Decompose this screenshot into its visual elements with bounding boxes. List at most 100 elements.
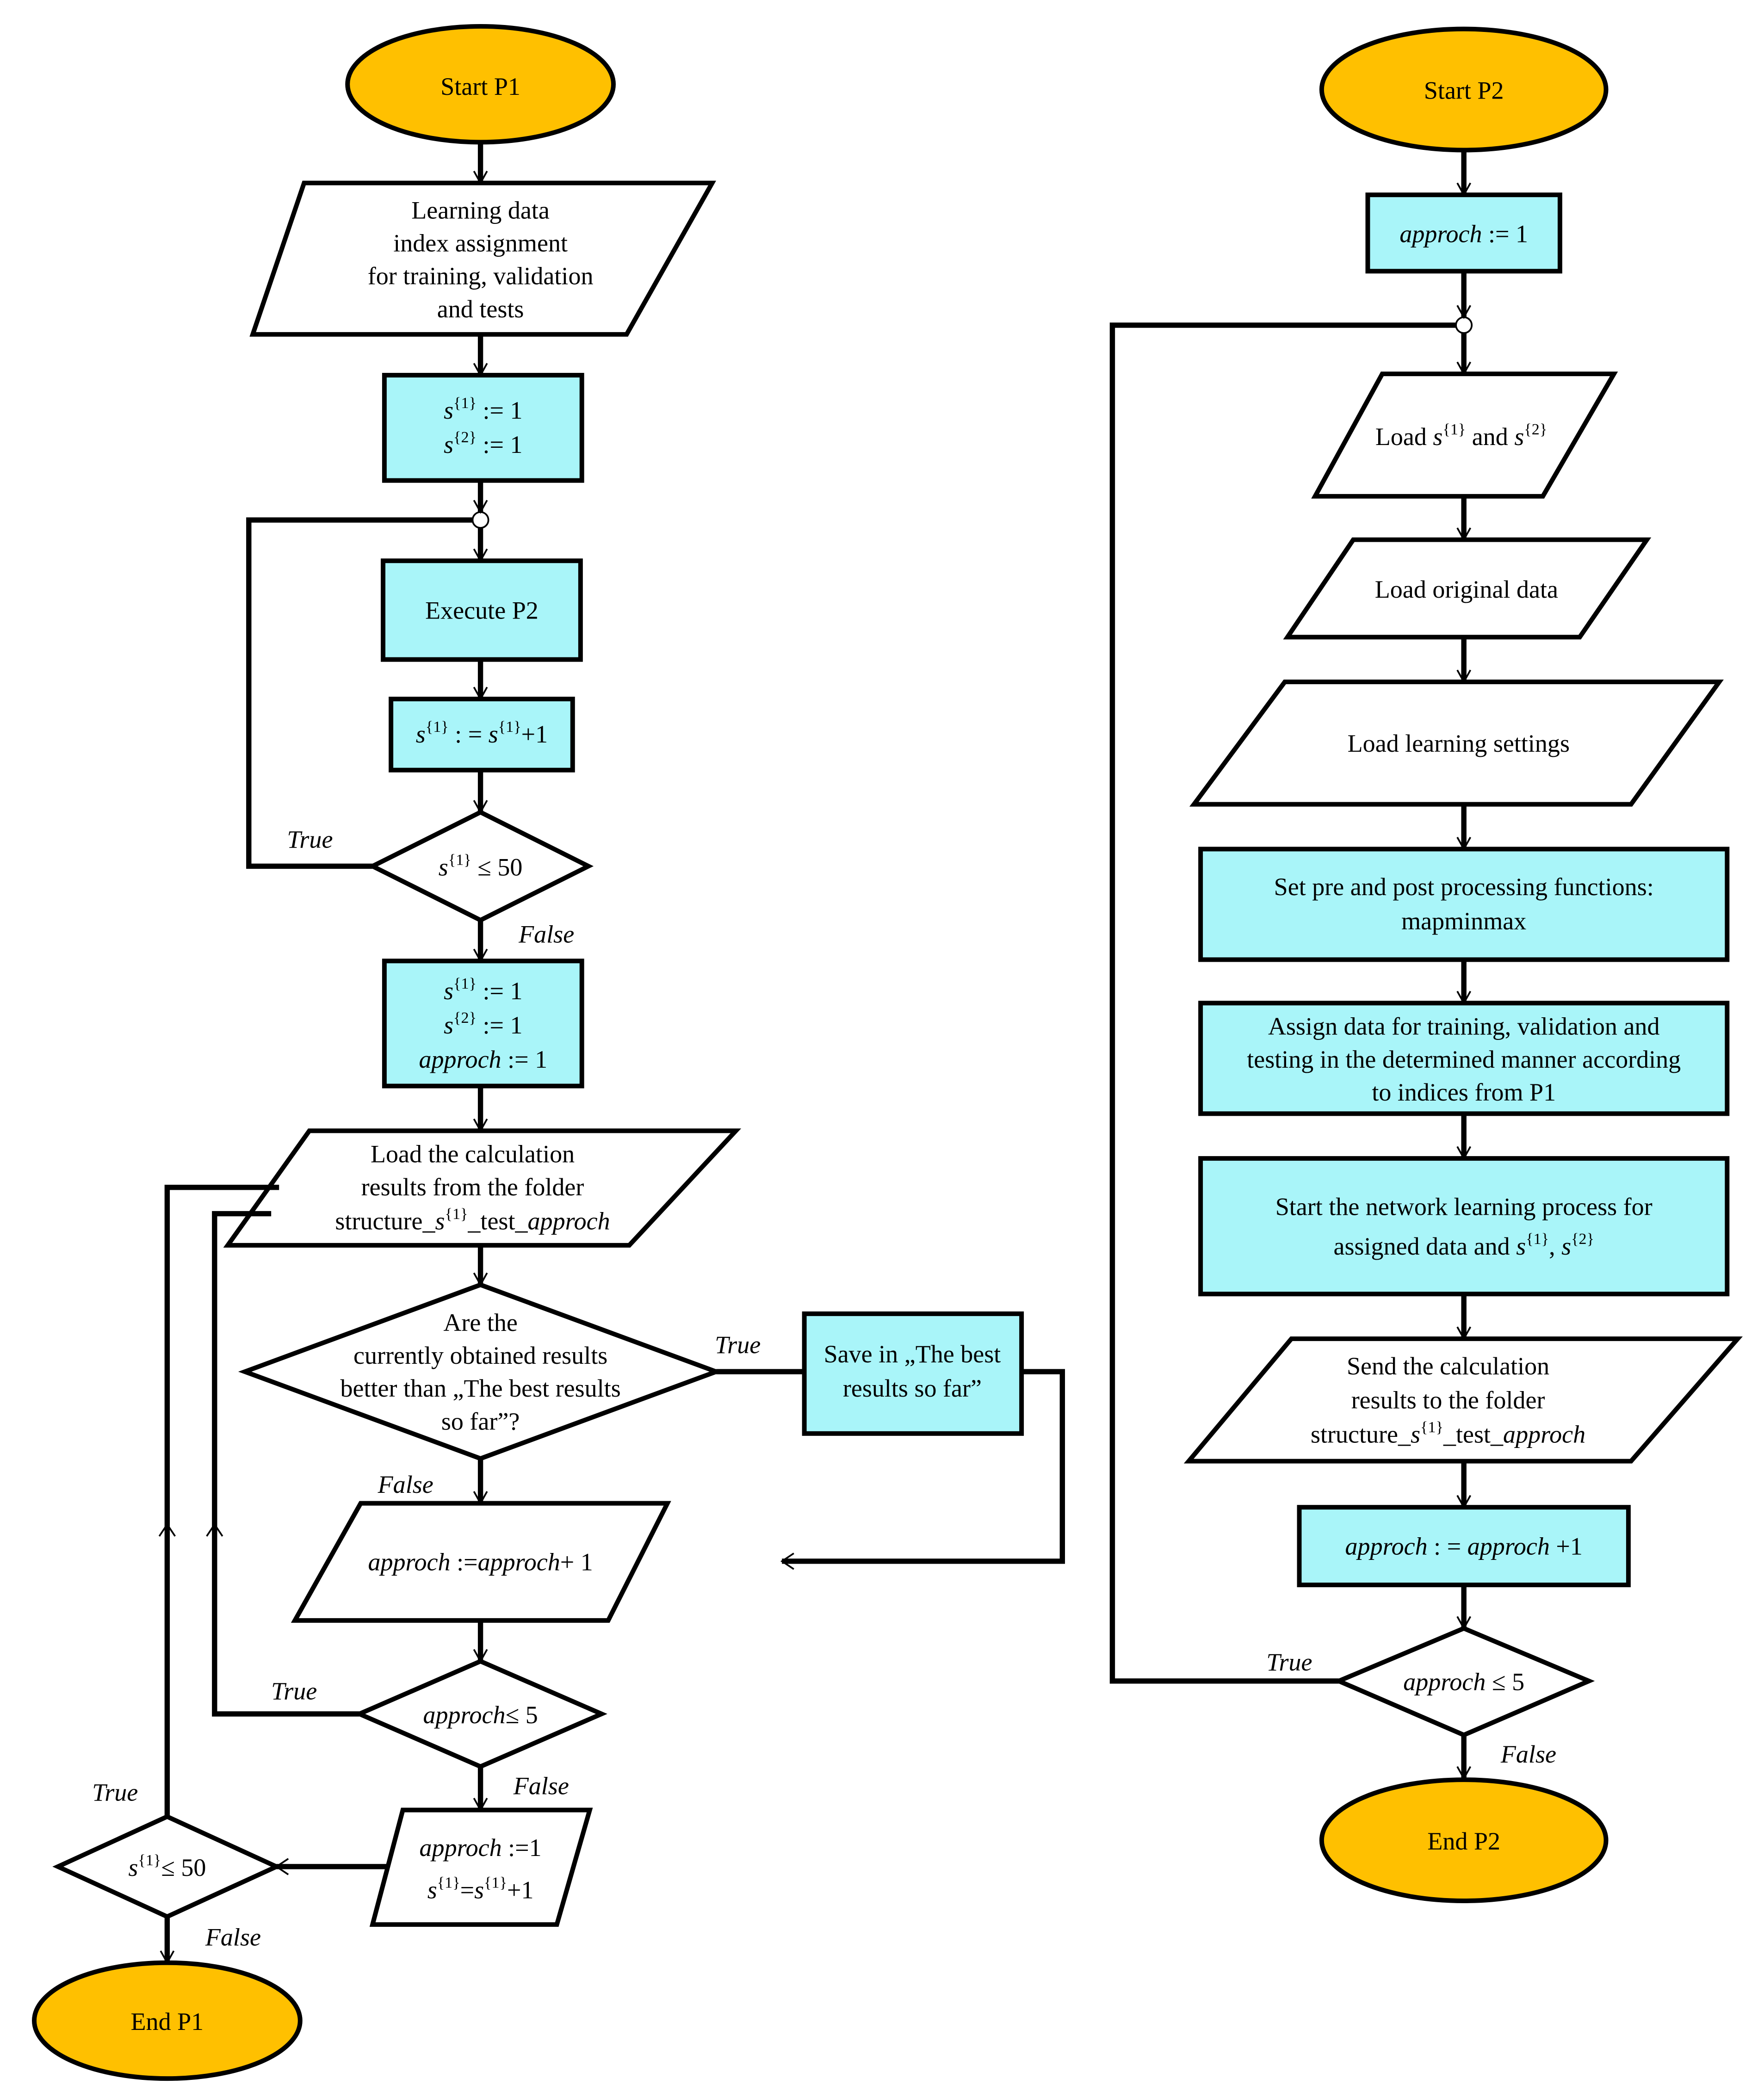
p1-loop2-true-label: True bbox=[271, 1677, 317, 1705]
arrowhead bbox=[473, 500, 488, 514]
arrowhead bbox=[473, 948, 488, 963]
p1-init-process bbox=[382, 373, 584, 483]
p2-assign-data-line-1: Assign data for training, validation and bbox=[1268, 1013, 1660, 1040]
p1-save-process bbox=[802, 1311, 1024, 1436]
p1-increment-label: s{1} : = s{1}+1 bbox=[416, 718, 548, 748]
arrowhead bbox=[1456, 361, 1472, 376]
p2-loop-junction bbox=[1455, 316, 1473, 334]
arrowhead bbox=[1456, 836, 1472, 851]
arrowhead bbox=[473, 171, 488, 185]
p1-init-s2: s{2} := 1 bbox=[444, 429, 522, 458]
p1-edge-loop2-true bbox=[212, 1211, 359, 1717]
p2-start-learning-line-2: assigned data and s{1}, s{2} bbox=[1333, 1231, 1594, 1260]
p2-send-results-io bbox=[1183, 1336, 1743, 1464]
flowchart-p1: Start P1 Learning data index assignment … bbox=[32, 24, 1065, 2081]
p2-loop-true-label: True bbox=[1266, 1648, 1312, 1676]
p1-end-label: End P1 bbox=[131, 2008, 204, 2035]
p2-loop-false-label: False bbox=[1500, 1740, 1556, 1768]
p1-loop3-cond: s{1}≤ 50 bbox=[128, 1852, 206, 1881]
p2-loop-cond: approch ≤ 5 bbox=[1403, 1668, 1524, 1696]
p1-save-line-1: Save in „The best bbox=[824, 1340, 1001, 1368]
arrowhead bbox=[160, 1950, 175, 1965]
arrowhead bbox=[473, 1491, 488, 1505]
p1-execute-label: Execute P2 bbox=[425, 596, 538, 624]
p1-arrow-loop2-true bbox=[206, 1522, 223, 1537]
p2-load-original-label: Load original data bbox=[1375, 575, 1558, 603]
p1-loop1-cond: s{1} ≤ 50 bbox=[439, 852, 523, 881]
arrowhead bbox=[473, 363, 488, 377]
p1-reset-io bbox=[369, 1807, 593, 1927]
p2-set-functions-process bbox=[1198, 847, 1730, 962]
p1-init-s1: s{1} := 1 bbox=[444, 395, 522, 424]
arrowhead bbox=[473, 548, 488, 563]
p2-load-s-io bbox=[1311, 371, 1618, 499]
p1-learning-data-line-4: and tests bbox=[437, 295, 524, 323]
p1-reset-line-2: s{1}=s{1}+1 bbox=[427, 1874, 534, 1904]
p2-load-settings-label: Load learning settings bbox=[1348, 730, 1570, 757]
arrowhead bbox=[1456, 1766, 1472, 1781]
p1-learning-data-line-2: index assignment bbox=[393, 229, 568, 257]
p2-end-label: End P2 bbox=[1427, 1827, 1500, 1855]
p2-load-s-label: Load s{1} and s{2} bbox=[1375, 421, 1547, 451]
p2-load-original-io bbox=[1283, 537, 1652, 640]
arrowheads bbox=[160, 171, 1472, 1965]
flowchart-p2: Start P2 approch := 1 Load s{1} and s{2}… bbox=[1109, 26, 1743, 1903]
p1-init2-s1: s{1} := 1 bbox=[444, 975, 522, 1005]
p2-init-label: approch := 1 bbox=[1399, 220, 1528, 248]
p1-save-line-2: results so far” bbox=[843, 1374, 982, 1402]
arrowhead bbox=[1456, 669, 1472, 684]
arrowhead bbox=[1456, 1495, 1472, 1509]
p1-edge-loop3-true bbox=[164, 1185, 279, 1817]
p2-load-settings-io bbox=[1189, 680, 1724, 807]
p1-compare-line-3: better than „The best results bbox=[340, 1374, 620, 1402]
p1-reset-line-1: approch :=1 bbox=[420, 1834, 542, 1862]
arrowhead bbox=[1456, 182, 1472, 197]
p1-compare-line-1: Are the bbox=[443, 1309, 518, 1336]
p1-loop3-false-label: False bbox=[205, 1924, 261, 1951]
p1-load-results-io bbox=[223, 1128, 742, 1248]
p1-loop2-cond: approch≤ 5 bbox=[423, 1701, 538, 1729]
p2-send-results-line-1: Send the calculation bbox=[1347, 1352, 1549, 1380]
arrowhead bbox=[473, 1798, 488, 1812]
p1-edge-save-return bbox=[782, 1369, 1065, 1564]
p1-compare-line-2: currently obtained results bbox=[353, 1342, 607, 1369]
p1-execute-process bbox=[381, 558, 583, 662]
p1-loop1-junction bbox=[471, 511, 489, 529]
p1-load-results-line-2: results from the folder bbox=[361, 1173, 584, 1201]
arrowhead bbox=[1456, 305, 1472, 319]
p1-start-label: Start P1 bbox=[440, 73, 520, 100]
p1-compare-line-4: so far”? bbox=[441, 1407, 520, 1435]
p1-load-results-line-3: structure_s{1}_test_approch bbox=[335, 1206, 610, 1235]
p1-increment-process bbox=[389, 697, 575, 773]
p1-learning-data-io bbox=[249, 180, 716, 337]
arrowhead bbox=[1456, 527, 1472, 542]
p1-learning-data-line-1: Learning data bbox=[411, 196, 550, 224]
p2-send-results-line-2: results to the folder bbox=[1351, 1386, 1545, 1414]
p1-increment-approch-io bbox=[291, 1501, 671, 1623]
p2-start-learning-line-1: Start the network learning process for bbox=[1275, 1193, 1653, 1220]
p1-increment-approch-label: approch :=approch+ 1 bbox=[368, 1548, 593, 1576]
p2-assign-data-line-2: testing in the determined manner accordi… bbox=[1247, 1045, 1681, 1073]
arrowhead bbox=[473, 800, 488, 814]
p1-init2-approch: approch := 1 bbox=[419, 1045, 547, 1073]
arrowhead bbox=[1456, 1146, 1472, 1160]
p1-init2-process bbox=[382, 959, 584, 1089]
p2-start-label: Start P2 bbox=[1424, 76, 1504, 104]
arrowhead bbox=[473, 1118, 488, 1133]
p1-arrow-loop3-true bbox=[158, 1522, 176, 1537]
p2-assign-data-process bbox=[1198, 1001, 1730, 1116]
p1-learning-data-line-3: for training, validation bbox=[368, 262, 594, 290]
p2-set-functions-line-1: Set pre and post processing functions: bbox=[1274, 873, 1654, 901]
arrowhead bbox=[473, 687, 488, 701]
arrowhead bbox=[1456, 1326, 1472, 1341]
p1-loop1-false-label: False bbox=[518, 920, 574, 948]
arrowhead bbox=[473, 1649, 488, 1663]
arrowhead bbox=[1456, 1616, 1472, 1630]
p2-start-learning-process bbox=[1198, 1156, 1730, 1297]
p1-loop3-true-label: True bbox=[92, 1779, 138, 1806]
p1-edge-loop1-true bbox=[246, 517, 473, 869]
p2-set-functions-line-2: mapminmax bbox=[1401, 907, 1526, 935]
p2-send-results-line-3: structure_s{1}_test_approch bbox=[1311, 1419, 1585, 1448]
p1-loop1-true-label: True bbox=[287, 826, 333, 854]
